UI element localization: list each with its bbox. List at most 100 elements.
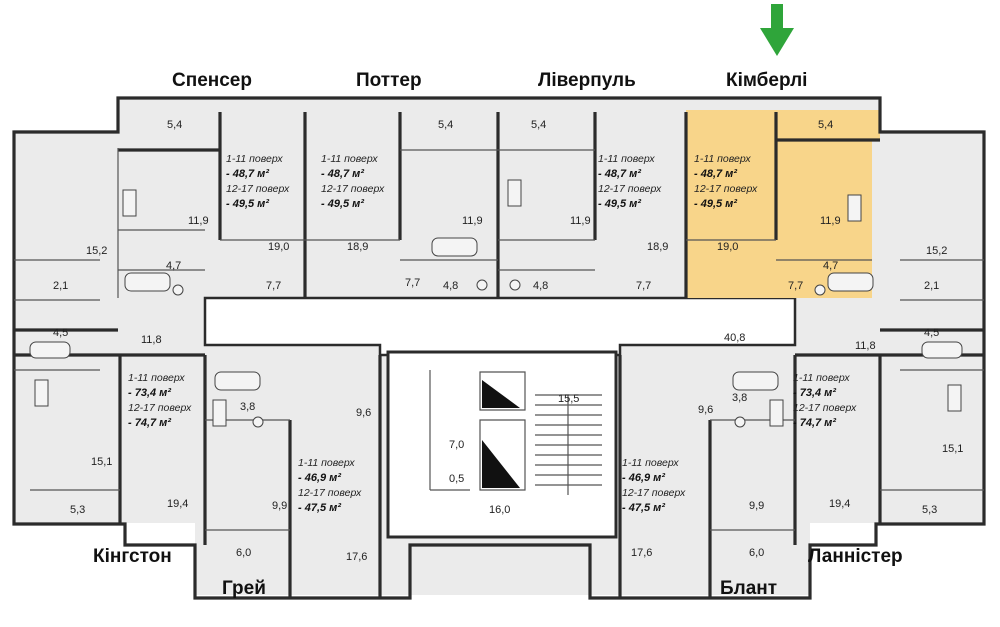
stove bbox=[212, 399, 227, 427]
room-area: 40,8 bbox=[724, 332, 745, 344]
selected-arrow-icon bbox=[760, 4, 794, 56]
label-blunt: Блант bbox=[720, 578, 777, 599]
room-area: 7,7 bbox=[636, 280, 651, 292]
room-area: 5,4 bbox=[818, 119, 833, 131]
room-area: 11,9 bbox=[570, 215, 591, 227]
label-kimberly: Кімберлі bbox=[726, 70, 807, 91]
bathtub bbox=[214, 371, 261, 391]
svg-text:12-17 поверх: 12-17 поверх bbox=[793, 402, 857, 414]
stove bbox=[122, 189, 137, 217]
room-area: 5,3 bbox=[922, 504, 937, 516]
svg-text:1-11 поверх: 1-11 поверх bbox=[298, 457, 355, 469]
info-potter: 1-11 поверх - 48,7 м² 12-17 поверх - 49,… bbox=[321, 153, 385, 210]
bathtub bbox=[921, 341, 963, 359]
svg-text:- 49,5 м²: - 49,5 м² bbox=[598, 198, 641, 210]
svg-text:- 73,4 м²: - 73,4 м² bbox=[793, 387, 836, 399]
svg-text:- 49,5 м²: - 49,5 м² bbox=[321, 198, 364, 210]
room-area: 7,0 bbox=[449, 439, 464, 451]
room-area: 17,6 bbox=[631, 547, 652, 559]
info-blunt: 1-11 поверх - 46,9 м² 12-17 поверх - 47,… bbox=[622, 457, 686, 514]
room-area: 15,5 bbox=[558, 393, 579, 405]
svg-text:12-17 поверх: 12-17 поверх bbox=[694, 183, 758, 195]
room-area: 5,4 bbox=[531, 119, 546, 131]
svg-text:- 48,7 м²: - 48,7 м² bbox=[226, 168, 269, 180]
svg-text:- 74,7 м²: - 74,7 м² bbox=[128, 417, 171, 429]
room-area: 5,4 bbox=[167, 119, 182, 131]
room-area: 15,2 bbox=[86, 245, 107, 257]
toilet bbox=[252, 416, 264, 428]
svg-text:- 47,5 м²: - 47,5 м² bbox=[622, 502, 665, 514]
room-area: 15,1 bbox=[91, 456, 112, 468]
svg-text:1-11 поверх: 1-11 поверх bbox=[226, 153, 283, 165]
toilet bbox=[509, 279, 521, 291]
info-kimberly: 1-11 поверх - 48,7 м² 12-17 поверх - 49,… bbox=[694, 153, 758, 210]
svg-text:- 48,7 м²: - 48,7 м² bbox=[694, 168, 737, 180]
svg-text:12-17 поверх: 12-17 поверх bbox=[128, 402, 192, 414]
room-area: 5,3 bbox=[70, 504, 85, 516]
room-area: 3,8 bbox=[732, 392, 747, 404]
room-area: 7,7 bbox=[788, 280, 803, 292]
label-grey: Грей bbox=[222, 578, 266, 599]
room-area: 9,9 bbox=[749, 500, 764, 512]
info-spenser: 1-11 поверх - 48,7 м² 12-17 поверх - 49,… bbox=[226, 153, 290, 210]
svg-text:12-17 поверх: 12-17 поверх bbox=[226, 183, 290, 195]
svg-text:- 73,4 м²: - 73,4 м² bbox=[128, 387, 171, 399]
stove bbox=[769, 399, 784, 427]
label-kingston: Кінгстон bbox=[93, 546, 172, 567]
info-kingston: 1-11 поверх - 73,4 м² 12-17 поверх - 74,… bbox=[128, 372, 192, 429]
kimberly-highlight bbox=[686, 110, 880, 298]
svg-text:- 48,7 м²: - 48,7 м² bbox=[598, 168, 641, 180]
room-area: 9,6 bbox=[356, 407, 371, 419]
room-area: 2,1 bbox=[924, 280, 939, 292]
svg-text:- 49,5 м²: - 49,5 м² bbox=[226, 198, 269, 210]
svg-text:12-17 поверх: 12-17 поверх bbox=[321, 183, 385, 195]
room-area: 4,5 bbox=[53, 327, 68, 339]
room-area: 16,0 bbox=[489, 504, 510, 516]
room-area: 2,1 bbox=[53, 280, 68, 292]
label-liverpool: Ліверпуль bbox=[538, 70, 636, 91]
room-area: 11,9 bbox=[462, 215, 483, 227]
room-area: 19,0 bbox=[268, 241, 289, 253]
room-area: 4,7 bbox=[166, 260, 181, 272]
room-area: 5,4 bbox=[438, 119, 453, 131]
room-area: 9,6 bbox=[698, 404, 713, 416]
svg-text:12-17 поверх: 12-17 поверх bbox=[622, 487, 686, 499]
room-area: 6,0 bbox=[236, 547, 251, 559]
room-area-labels: 5,4 5,4 5,4 5,4 11,9 11,9 11,9 11,9 19,0… bbox=[53, 119, 963, 563]
stove bbox=[947, 384, 962, 412]
bathtub bbox=[732, 371, 779, 391]
svg-text:1-11 поверх: 1-11 поверх bbox=[598, 153, 655, 165]
room-area: 11,8 bbox=[141, 334, 162, 346]
room-area: 18,9 bbox=[347, 241, 368, 253]
room-area: 7,7 bbox=[405, 277, 420, 289]
room-area: 19,4 bbox=[167, 498, 188, 510]
room-area: 11,9 bbox=[188, 215, 209, 227]
bathtub bbox=[124, 272, 171, 292]
room-area: 18,9 bbox=[647, 241, 668, 253]
label-potter: Поттер bbox=[356, 70, 422, 91]
room-area: 4,7 bbox=[823, 260, 838, 272]
stove bbox=[847, 194, 862, 222]
room-area: 7,7 bbox=[266, 280, 281, 292]
bathtub bbox=[29, 341, 71, 359]
svg-text:12-17 поверх: 12-17 поверх bbox=[298, 487, 362, 499]
bathtub bbox=[431, 237, 478, 257]
info-liverpool: 1-11 поверх - 48,7 м² 12-17 поверх - 49,… bbox=[598, 153, 662, 210]
room-area: 4,8 bbox=[533, 280, 548, 292]
svg-text:- 46,9 м²: - 46,9 м² bbox=[298, 472, 341, 484]
svg-text:1-11 поверх: 1-11 поверх bbox=[694, 153, 751, 165]
label-spenser: Спенсер bbox=[172, 70, 252, 91]
info-lannister: 1-11 поверх - 73,4 м² 12-17 поверх - 74,… bbox=[793, 372, 857, 429]
room-area: 11,9 bbox=[820, 215, 841, 227]
room-area: 19,4 bbox=[829, 498, 850, 510]
room-area: 9,9 bbox=[272, 500, 287, 512]
svg-text:- 49,5 м²: - 49,5 м² bbox=[694, 198, 737, 210]
info-grey: 1-11 поверх - 46,9 м² 12-17 поверх - 47,… bbox=[298, 457, 362, 514]
room-area: 15,2 bbox=[926, 245, 947, 257]
stove bbox=[34, 379, 49, 407]
toilet bbox=[476, 279, 488, 291]
svg-text:- 46,9 м²: - 46,9 м² bbox=[622, 472, 665, 484]
stove bbox=[507, 179, 522, 207]
outer-wall bbox=[12, 96, 986, 600]
